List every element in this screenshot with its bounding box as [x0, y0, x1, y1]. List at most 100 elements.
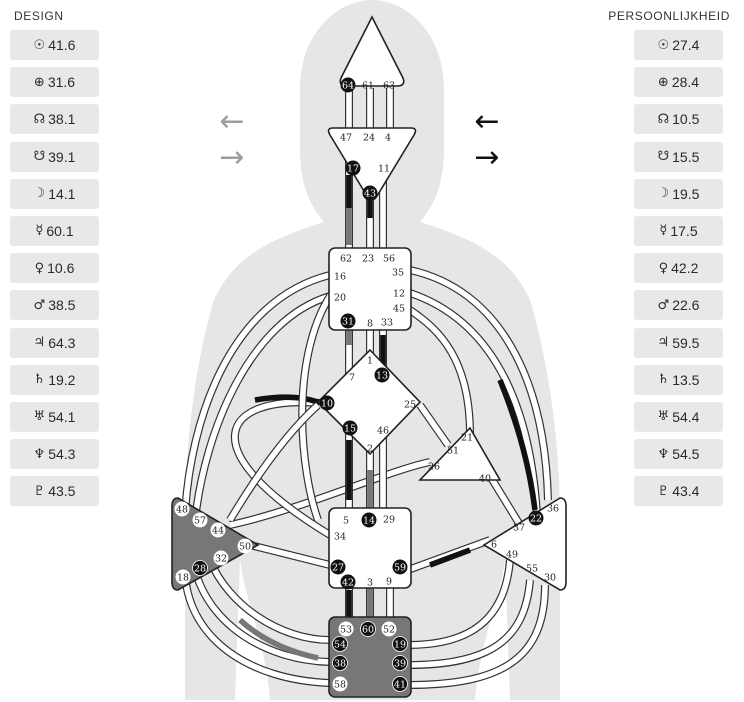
- design-planet-row: ☽14.1: [10, 178, 99, 209]
- gate-label-6: 6: [491, 539, 497, 550]
- gate-marker-54: [332, 636, 348, 652]
- planet-gate-value: 19.5: [672, 185, 700, 202]
- gate-label-44: 44: [212, 525, 224, 536]
- ch-28-38-inner: [192, 569, 331, 665]
- gate-label-49: 49: [506, 549, 518, 560]
- gate-label-58: 58: [334, 679, 346, 690]
- gate-label-32: 32: [215, 553, 227, 564]
- gate-label-13: 13: [376, 370, 388, 381]
- gate-marker-27: [330, 559, 346, 575]
- g-center: [316, 348, 422, 456]
- ch-21-45-inner: [408, 307, 473, 436]
- personality-planet-row: ♇43.4: [634, 476, 723, 507]
- planet-symbol-icon: ♇: [33, 483, 46, 499]
- gate-label-56: 56: [383, 253, 395, 264]
- design-planet-row: ♂38.5: [10, 290, 99, 321]
- design-arrow-top: ←: [219, 104, 244, 139]
- planet-symbol-icon: ☉: [33, 37, 46, 53]
- gate-label-4: 4: [385, 132, 391, 143]
- gate-label-18: 18: [177, 572, 189, 583]
- gate-label-7: 7: [349, 372, 355, 383]
- gate-label-15: 15: [344, 423, 356, 434]
- planet-symbol-icon: ♅: [657, 409, 670, 425]
- personality-planet-row: ♄13.5: [634, 364, 723, 395]
- ch-22-12-active-0: [497, 378, 538, 511]
- planet-symbol-icon: ☽: [657, 186, 670, 202]
- gate-label-3: 3: [367, 577, 373, 588]
- planet-gate-value: 31.6: [47, 74, 76, 91]
- personality-planet-row: ♅54.4: [634, 401, 723, 432]
- personality-planet-row: ⊕28.4: [634, 67, 723, 98]
- gate-label-12: 12: [393, 288, 405, 299]
- planet-symbol-icon: ♀: [658, 260, 669, 276]
- planet-symbol-icon: ☿: [35, 223, 44, 239]
- gate-label-51: 51: [447, 445, 459, 456]
- planet-gate-value: 14.1: [48, 185, 76, 202]
- ch-22-12-inner: [409, 290, 540, 516]
- planet-symbol-icon: ♆: [33, 446, 46, 462]
- gate-marker-58: [332, 676, 348, 692]
- gate-marker-31: [340, 313, 356, 329]
- gate-label-37: 37: [513, 522, 525, 533]
- gate-label-14: 14: [363, 515, 375, 526]
- planet-gate-value: 54.5: [672, 446, 700, 463]
- gate-label-34: 34: [334, 531, 346, 542]
- ch-6-59-active-0: [429, 547, 471, 568]
- gate-label-52: 52: [383, 624, 395, 635]
- gate-marker-41: [392, 676, 408, 692]
- planet-symbol-icon: ⊕: [657, 74, 669, 90]
- gate-marker-44: [210, 522, 226, 538]
- planet-gate-value: 54.1: [48, 408, 76, 425]
- gate-label-9: 9: [386, 576, 392, 587]
- throat-center: [328, 247, 412, 331]
- gate-label-64: 64: [342, 80, 354, 91]
- planet-gate-value: 13.5: [672, 371, 700, 388]
- gate-marker-60: [360, 621, 376, 637]
- planet-symbol-icon: ☿: [659, 223, 668, 239]
- gate-label-11: 11: [378, 163, 390, 174]
- gate-label-55: 55: [526, 563, 538, 574]
- ch-49-19-inner: [407, 559, 513, 648]
- gate-label-29: 29: [383, 514, 395, 525]
- gate-label-2: 2: [367, 443, 373, 454]
- personality-planet-row: ☋15.5: [634, 141, 723, 172]
- ego-center: [418, 426, 502, 481]
- gate-label-36: 36: [547, 503, 559, 514]
- root-center: [328, 616, 412, 698]
- planet-gate-value: 60.1: [46, 222, 74, 239]
- centers-layer: [171, 15, 567, 698]
- ch-37-40-inner: [487, 474, 523, 527]
- gate-label-63: 63: [383, 80, 395, 91]
- gate-marker-64: [340, 77, 356, 93]
- ch-57-10-inner: [227, 402, 320, 522]
- planet-symbol-icon: ♄: [33, 372, 46, 388]
- design-planet-row: ☋39.1: [10, 141, 99, 172]
- ch-10-34-active-0: [254, 394, 322, 406]
- planet-gate-value: 38.1: [48, 111, 76, 128]
- ch-18-58-inner: [182, 574, 331, 686]
- gate-label-8: 8: [367, 318, 373, 329]
- gate-label-17: 17: [347, 163, 359, 174]
- personality-column-title: PERSOONLIJKHEID: [608, 9, 730, 23]
- gate-marker-28: [192, 560, 208, 576]
- gate-label-33: 33: [381, 317, 393, 328]
- gate-marker-13: [374, 367, 390, 383]
- personality-planet-row: ☉27.4: [634, 30, 723, 60]
- gate-marker-57: [192, 512, 208, 528]
- gate-label-5: 5: [343, 515, 349, 526]
- planet-gate-value: 54.3: [48, 446, 76, 463]
- planet-symbol-icon: ♂: [33, 297, 46, 313]
- gate-label-1: 1: [367, 355, 373, 366]
- planet-symbol-icon: ☊: [33, 111, 46, 127]
- planet-symbol-icon: ♅: [33, 409, 46, 425]
- gate-label-45: 45: [393, 303, 405, 314]
- ch-28-38-active-0: [238, 617, 319, 661]
- gate-label-26: 26: [428, 461, 440, 472]
- gate-label-46: 46: [377, 425, 389, 436]
- gate-label-23: 23: [362, 253, 374, 264]
- personality-planet-row: ♃59.5: [634, 327, 723, 358]
- gate-label-39: 39: [394, 658, 406, 669]
- gate-label-48: 48: [176, 504, 188, 515]
- design-column-title: DESIGN: [14, 9, 64, 23]
- gate-label-47: 47: [340, 132, 352, 143]
